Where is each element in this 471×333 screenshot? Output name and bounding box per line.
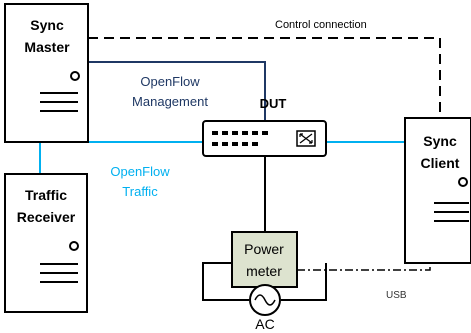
sync-master-vent-icon [40, 92, 78, 112]
traffic-receiver-node: Traffic Receiver [4, 173, 88, 313]
sync-master-label-line1: Sync [30, 17, 64, 33]
power-loop-right [281, 263, 327, 301]
management-label-line2: Management [132, 94, 208, 109]
sync-client-vent-icon [434, 202, 469, 222]
sync-client-label-line2: Client [421, 155, 460, 171]
traffic-receiver-vent-icon [40, 263, 78, 283]
ac-label: AC [255, 316, 274, 332]
sync-client-power-icon [458, 177, 468, 187]
power-loop-left [202, 262, 249, 301]
usb-label: USB [386, 290, 407, 301]
sine-wave-icon [254, 294, 276, 306]
control-connection-line [88, 37, 441, 118]
traffic-receiver-label-line1: Traffic [25, 187, 67, 203]
management-link-line [88, 61, 266, 120]
ac-source-node: AC [249, 284, 281, 332]
power-meter-node: Power meter [231, 231, 298, 288]
dut-label: DUT [260, 96, 287, 111]
usb-line [297, 263, 431, 271]
control-connection-label: Control connection [275, 19, 367, 31]
traffic-label-line1: OpenFlow [110, 164, 170, 179]
sync-master-label-line2: Master [24, 39, 70, 55]
sync-client-node: Sync Client [404, 117, 471, 264]
sync-master-node: Sync Master [4, 3, 89, 143]
power-meter-label-line1: Power [244, 241, 284, 257]
management-label-line1: OpenFlow [140, 74, 200, 89]
traffic-receiver-label-line2: Receiver [17, 209, 76, 225]
dut-switch-node [202, 120, 327, 157]
dut-ports-icon [212, 131, 268, 146]
power-meter-label-line2: meter [246, 263, 282, 279]
sync-client-label-line1: Sync [423, 133, 457, 149]
dut-switch-fabric-icon [296, 130, 316, 147]
sync-master-power-icon [70, 71, 80, 81]
traffic-label-line2: Traffic [122, 184, 158, 199]
traffic-receiver-power-icon [69, 241, 79, 251]
